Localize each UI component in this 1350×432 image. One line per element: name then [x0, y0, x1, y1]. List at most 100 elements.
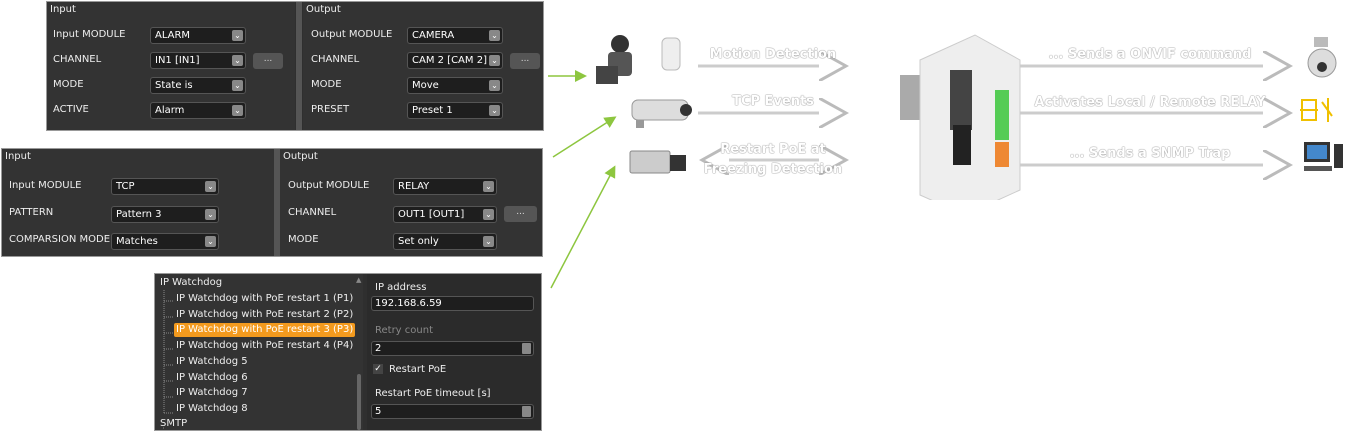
chevron-down-icon: ⌄ — [489, 30, 500, 41]
green-arrow-2 — [552, 116, 617, 158]
output-module-select[interactable]: CAMERA⌄ — [407, 27, 503, 44]
ip-address-input[interactable]: 192.168.6.59 — [371, 296, 534, 311]
channel-select[interactable]: CAM 2 [CAM 2]⌄ — [407, 52, 503, 69]
preset-select[interactable]: Preset 1⌄ — [407, 102, 503, 119]
chevron-down-icon: ⌄ — [489, 55, 500, 66]
input-header: Input — [50, 4, 76, 15]
chevron-down-icon: ⌄ — [205, 209, 216, 220]
channel-more-button[interactable]: ... — [504, 206, 537, 222]
chevron-down-icon: ⌄ — [483, 209, 494, 220]
ip-watchdog-panel: IP Watchdog IP Watchdog with PoE restart… — [154, 273, 542, 431]
output-module-label: Output MODULE — [311, 29, 393, 40]
restart-poe-timeout-input[interactable]: 5 — [371, 404, 534, 419]
chevron-down-icon: ⌄ — [205, 181, 216, 192]
green-arrow-3 — [550, 165, 616, 289]
chevron-down-icon: ⌄ — [232, 30, 243, 41]
output-section: Output Output MODULE CAMERA⌄ CHANNEL CAM… — [303, 2, 543, 130]
tree-item[interactable]: IP Watchdog with PoE restart 1 (P1) — [176, 293, 354, 304]
active-select[interactable]: Alarm⌄ — [150, 102, 246, 119]
preset-label: PRESET — [311, 104, 350, 115]
input-module-select[interactable]: ALARM⌄ — [150, 27, 246, 44]
box-camera-icon — [629, 150, 686, 174]
pattern-label: PATTERN — [9, 207, 54, 218]
tree-scrollbar[interactable] — [357, 374, 361, 430]
tree-item-selected[interactable]: IP Watchdog with PoE restart 3 (P3) — [174, 323, 356, 337]
tree-item[interactable]: IP Watchdog with PoE restart 2 (P2) — [176, 309, 354, 320]
watchdog-form: IP address 192.168.6.59 Retry count 2 ✓ … — [367, 274, 541, 430]
input-section: Input Input MODULE ALARM⌄ CHANNEL IN1 [I… — [47, 2, 295, 130]
section-divider[interactable] — [274, 149, 280, 256]
spinner-icon[interactable] — [522, 406, 531, 417]
output-module-label: Output MODULE — [288, 180, 370, 191]
burglar-motion-sensor-icon — [596, 35, 681, 84]
freezing-detection-label: Freezing Detection — [703, 162, 843, 177]
relay-label: Activates Local / Remote RELAY — [1034, 95, 1266, 110]
output-header: Output — [283, 151, 318, 162]
ptz-dome-camera-icon — [1307, 37, 1337, 78]
tcp-events-label: TCP Events — [732, 94, 814, 109]
channel-more-button[interactable]: ... — [253, 53, 283, 69]
output-section: Output Output MODULE RELAY⌄ CHANNEL OUT1… — [280, 149, 542, 256]
mode-label: MODE — [288, 234, 319, 245]
retry-count-label: Retry count — [375, 325, 433, 336]
comparsion-mode-select[interactable]: Matches⌄ — [111, 233, 219, 250]
chevron-down-icon: ⌄ — [489, 105, 500, 116]
mode-select[interactable]: Move⌄ — [407, 77, 503, 94]
section-divider[interactable] — [296, 2, 302, 130]
chevron-down-icon: ⌄ — [232, 55, 243, 66]
chevron-down-icon: ⌄ — [205, 236, 216, 247]
chevron-down-icon: ⌄ — [489, 80, 500, 91]
active-label: ACTIVE — [53, 104, 89, 115]
spinner-icon[interactable] — [522, 343, 531, 354]
channel-more-button[interactable]: ... — [510, 53, 540, 69]
channel-label: CHANNEL — [311, 54, 360, 65]
tree-root-smtp[interactable]: SMTP — [160, 418, 188, 429]
mode-label: MODE — [53, 79, 84, 90]
input-module-select[interactable]: TCP⌄ — [111, 178, 219, 195]
mode-label: MODE — [311, 79, 342, 90]
chevron-down-icon: ⌄ — [483, 236, 494, 247]
motion-detection-label: Motion Detection — [709, 47, 837, 62]
restart-poe-label: Restart PoE — [389, 364, 447, 375]
tree-item[interactable]: IP Watchdog with PoE restart 4 (P4) — [176, 340, 354, 351]
chevron-down-icon: ⌄ — [232, 105, 243, 116]
tree-item[interactable]: IP Watchdog 8 — [176, 403, 248, 414]
input-section: Input Input MODULE TCP⌄ PATTERN Pattern … — [2, 149, 274, 256]
ethernet-switch-device-image — [900, 34, 1021, 200]
tree-lines — [163, 290, 174, 429]
snmp-label: ... Sends a SNMP Trap — [1069, 146, 1231, 161]
relay-symbol-icon — [1300, 98, 1333, 122]
tree-item[interactable]: IP Watchdog 7 — [176, 387, 248, 398]
channel-select[interactable]: OUT1 [OUT1]⌄ — [393, 206, 497, 223]
computer-icon — [1304, 142, 1343, 171]
channel-label: CHANNEL — [53, 54, 102, 65]
tree-item[interactable]: IP Watchdog 6 — [176, 372, 248, 383]
onvif-label: ... Sends a ONVIF command — [1048, 47, 1252, 62]
restart-poe-checkbox[interactable]: ✓ — [373, 364, 383, 374]
input-module-label: Input MODULE — [9, 180, 82, 191]
output-module-select[interactable]: RELAY⌄ — [393, 178, 497, 195]
ip-address-label: IP address — [375, 282, 427, 293]
chevron-down-icon: ⌄ — [232, 80, 243, 91]
alarm-camera-rule-panel: Input Input MODULE ALARM⌄ CHANNEL IN1 [I… — [46, 1, 544, 131]
pattern-select[interactable]: Pattern 3⌄ — [111, 206, 219, 223]
channel-label: CHANNEL — [288, 207, 337, 218]
output-header: Output — [306, 4, 341, 15]
chevron-down-icon: ⌄ — [483, 181, 494, 192]
comparsion-mode-label: COMPARSION MODE — [9, 234, 111, 245]
mode-select[interactable]: State is⌄ — [150, 77, 246, 94]
input-module-label: Input MODULE — [53, 29, 126, 40]
watchdog-tree: IP Watchdog IP Watchdog with PoE restart… — [155, 274, 363, 430]
tree-item[interactable]: IP Watchdog 5 — [176, 356, 248, 367]
green-arrows — [548, 70, 617, 289]
retry-count-input[interactable]: 2 — [371, 341, 534, 356]
mode-select[interactable]: Set only⌄ — [393, 233, 497, 250]
bullet-camera-icon — [631, 99, 692, 128]
tree-root-ip-watchdog[interactable]: IP Watchdog — [160, 277, 223, 288]
restart-poe-label: Restart PoE at — [720, 142, 826, 157]
input-header: Input — [5, 151, 31, 162]
scroll-up-icon[interactable]: ▲ — [356, 276, 362, 284]
restart-poe-timeout-label: Restart PoE timeout [s] — [375, 388, 491, 399]
channel-select[interactable]: IN1 [IN1]⌄ — [150, 52, 246, 69]
